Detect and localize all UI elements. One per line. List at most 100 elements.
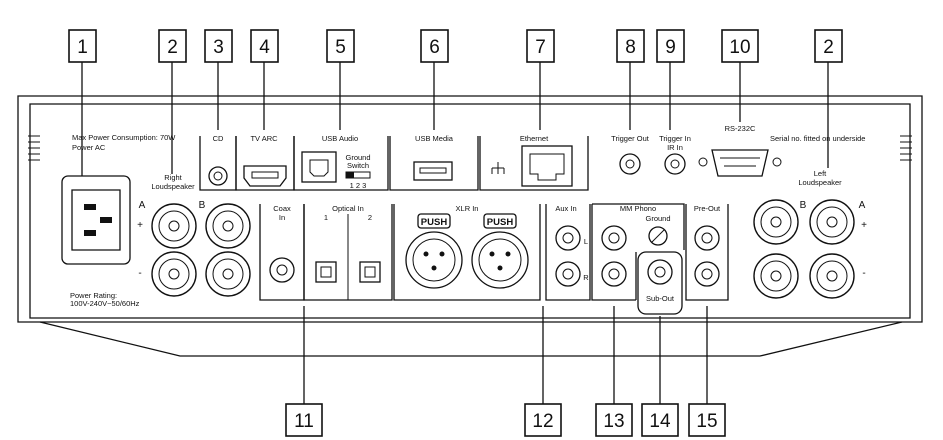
callout-8: 8 bbox=[616, 29, 645, 63]
right-speaker-terminals[interactable] bbox=[151, 203, 251, 297]
optical-input-2[interactable] bbox=[359, 261, 381, 283]
ethernet-port[interactable] bbox=[521, 145, 573, 187]
optical-input-1[interactable] bbox=[315, 261, 337, 283]
ground-switch-label-1: Ground bbox=[345, 153, 370, 162]
optical-in-label: Optical In bbox=[332, 204, 364, 213]
ground-switch-label-2: Switch bbox=[347, 161, 369, 170]
callout-13: 13 bbox=[595, 403, 633, 437]
callout-1: 1 bbox=[68, 29, 97, 63]
xlr-in-label: XLR In bbox=[456, 204, 479, 213]
svg-text:11: 11 bbox=[294, 411, 314, 432]
callout-3: 3 bbox=[204, 29, 233, 63]
ethernet-label: Ethernet bbox=[520, 134, 549, 143]
hdmi-arc-port[interactable] bbox=[243, 165, 287, 187]
svg-text:1: 1 bbox=[77, 37, 88, 58]
svg-text:9: 9 bbox=[665, 37, 676, 58]
rs232c-label: RS-232C bbox=[725, 124, 756, 133]
left-b-label: B bbox=[800, 200, 807, 211]
right-minus-label: - bbox=[138, 268, 141, 279]
ground-switch-positions: 1 2 3 bbox=[350, 181, 367, 190]
aux-input-right[interactable] bbox=[555, 261, 581, 287]
rs232c-port[interactable] bbox=[698, 149, 782, 177]
pre-out-label: Pre-Out bbox=[694, 204, 721, 213]
left-speaker-terminals[interactable] bbox=[753, 199, 855, 299]
usb-audio-label: USB Audio bbox=[322, 134, 358, 143]
cd-label: CD bbox=[213, 134, 224, 143]
svg-text:14: 14 bbox=[649, 411, 671, 432]
ground-switch[interactable] bbox=[345, 171, 371, 179]
svg-text:2: 2 bbox=[823, 37, 834, 58]
svg-text:13: 13 bbox=[603, 411, 624, 432]
left-plus-label: + bbox=[861, 220, 867, 231]
power-consumption-label: Max Power Consumption: 70W bbox=[72, 133, 176, 142]
sub-out-label: Sub-Out bbox=[646, 294, 675, 303]
pre-out-left[interactable] bbox=[694, 225, 720, 251]
callout-2-right: 2 bbox=[814, 29, 843, 63]
ground-label: Ground bbox=[645, 214, 670, 223]
usb-media-port[interactable] bbox=[413, 161, 453, 181]
left-speaker-label-2: Loudspeaker bbox=[798, 178, 842, 187]
callout-15: 15 bbox=[688, 403, 726, 437]
aux-r-label: R bbox=[583, 273, 589, 282]
callout-2-left: 2 bbox=[158, 29, 187, 63]
callout-9: 9 bbox=[656, 29, 685, 63]
coax-label-1: Coax bbox=[273, 204, 291, 213]
coax-input[interactable] bbox=[269, 257, 295, 283]
svg-text:7: 7 bbox=[535, 37, 546, 58]
power-inlet[interactable] bbox=[61, 175, 131, 265]
network-icon bbox=[491, 162, 505, 174]
usb-audio-port[interactable] bbox=[301, 151, 337, 183]
svg-text:10: 10 bbox=[729, 37, 750, 58]
mm-phono-label: MM Phono bbox=[620, 204, 656, 213]
aux-input-left[interactable] bbox=[555, 225, 581, 251]
optical-1-label: 1 bbox=[324, 213, 328, 222]
sub-out-jack[interactable] bbox=[647, 259, 673, 285]
xlr-input-2[interactable] bbox=[471, 213, 529, 289]
xlr-input-1[interactable] bbox=[405, 213, 463, 289]
serial-number-note: Serial no. fitted on underside bbox=[770, 134, 865, 143]
trigger-out-jack[interactable] bbox=[619, 153, 641, 175]
mm-phono-right[interactable] bbox=[601, 261, 627, 287]
pre-out-right[interactable] bbox=[694, 261, 720, 287]
usb-media-label: USB Media bbox=[415, 134, 454, 143]
trigger-out-label: Trigger Out bbox=[611, 134, 650, 143]
callout-11: 11 bbox=[285, 403, 323, 437]
callout-6: 6 bbox=[420, 29, 449, 63]
optical-2-label: 2 bbox=[368, 213, 372, 222]
right-speaker-label-1: Right bbox=[164, 173, 182, 182]
power-rating-label: Power Rating: bbox=[70, 291, 117, 300]
aux-l-label: L bbox=[584, 237, 588, 246]
trigger-ir-in-jack[interactable] bbox=[664, 153, 686, 175]
coax-label-2: In bbox=[279, 213, 285, 222]
svg-text:4: 4 bbox=[259, 37, 270, 58]
power-rating-value: 100V-240V~50/60Hz bbox=[70, 299, 140, 308]
trigger-in-label: Trigger In bbox=[659, 134, 691, 143]
leader-lines bbox=[81, 62, 829, 404]
svg-text:2: 2 bbox=[167, 37, 178, 58]
svg-text:15: 15 bbox=[696, 411, 717, 432]
cd-input[interactable] bbox=[208, 166, 228, 186]
aux-in-label: Aux In bbox=[555, 204, 576, 213]
callout-14: 14 bbox=[641, 403, 679, 437]
push-label-2: PUSH bbox=[487, 217, 514, 228]
mm-phono-left[interactable] bbox=[601, 225, 627, 251]
right-a-label: A bbox=[139, 200, 146, 211]
right-plus-label: + bbox=[137, 220, 143, 231]
power-ac-label: Power AC bbox=[72, 143, 106, 152]
right-b-label: B bbox=[199, 200, 206, 211]
ir-in-label: IR In bbox=[667, 143, 683, 152]
right-speaker-label-2: Loudspeaker bbox=[151, 182, 195, 191]
svg-text:3: 3 bbox=[213, 37, 224, 58]
ground-screw[interactable] bbox=[648, 226, 668, 246]
svg-text:5: 5 bbox=[335, 37, 346, 58]
push-label-1: PUSH bbox=[421, 217, 448, 228]
left-speaker-label-1: Left bbox=[814, 169, 827, 178]
tv-arc-label: TV ARC bbox=[250, 134, 278, 143]
svg-text:8: 8 bbox=[625, 37, 636, 58]
callout-4: 4 bbox=[250, 29, 279, 63]
callout-10: 10 bbox=[721, 29, 759, 63]
chassis bbox=[17, 95, 923, 357]
svg-text:12: 12 bbox=[532, 411, 553, 432]
callout-7: 7 bbox=[526, 29, 555, 63]
